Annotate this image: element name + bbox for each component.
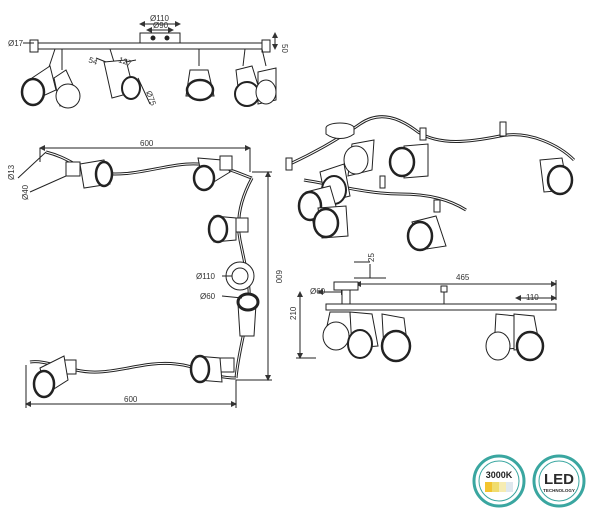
dim-d60: Ø60 xyxy=(310,287,326,296)
snake-spot-2 xyxy=(192,155,233,192)
snake-spot-1 xyxy=(65,159,114,189)
led-sublabel: TECHNOLOGY xyxy=(543,488,575,493)
dim-w-bottom: 600 xyxy=(124,395,138,404)
dim-h210: 210 xyxy=(289,306,298,320)
snake-plan-dims: 600 Ø13 Ø40 600 Ø110 Ø60 600 xyxy=(7,139,283,404)
perspective-view xyxy=(285,115,576,252)
front-spot-5 xyxy=(513,313,545,362)
spot-d xyxy=(185,49,215,102)
led-label: LED xyxy=(544,471,574,488)
spot-c xyxy=(103,48,141,100)
front-spot-3 xyxy=(380,313,412,363)
dim-w-top: 600 xyxy=(140,139,154,148)
straight-bar-view xyxy=(20,21,278,109)
dim-d54: 54 xyxy=(87,55,99,67)
dim-l110: 110 xyxy=(526,293,539,302)
persp-spot-6 xyxy=(539,157,574,196)
dim-d110: Ø110 xyxy=(150,14,170,23)
dim-w465: 465 xyxy=(456,273,470,282)
front-spot-1 xyxy=(322,311,353,351)
dim-d60: Ø60 xyxy=(200,292,216,301)
spot-f xyxy=(255,48,277,105)
front-elevation xyxy=(296,261,557,363)
color-temp-bars xyxy=(485,482,513,492)
dim-h50: 50 xyxy=(280,44,289,53)
dim-d75: Ø75 xyxy=(144,90,158,108)
persp-spot-5 xyxy=(388,143,429,179)
color-temp-label: 3000K xyxy=(486,470,513,480)
dim-d90: Ø90 xyxy=(153,21,169,30)
snake-spot-4 xyxy=(236,292,260,337)
dim-h600: 600 xyxy=(274,270,283,284)
front-elevation-dims: 25 465 Ø60 110 210 xyxy=(289,253,539,320)
front-spot-2 xyxy=(347,311,379,359)
spot-b xyxy=(53,49,81,109)
dim-d13: Ø13 xyxy=(7,164,16,180)
dim-h25: 25 xyxy=(367,253,376,262)
persp-spot-4 xyxy=(312,205,349,239)
color-temperature-badge: 3000K xyxy=(472,454,526,508)
dim-d17: Ø17 xyxy=(8,39,24,48)
persp-spot-1 xyxy=(343,139,375,177)
led-badge: LED TECHNOLOGY xyxy=(532,454,586,508)
snake-spot-6 xyxy=(32,355,77,399)
snake-spot-5 xyxy=(189,354,235,384)
snake-spot-3 xyxy=(207,214,249,244)
spot-a xyxy=(20,48,57,107)
dim-d110: Ø110 xyxy=(196,272,216,281)
persp-spot-7 xyxy=(406,215,447,252)
dim-d40: Ø40 xyxy=(21,184,30,200)
snake-plan-view xyxy=(17,145,272,408)
dim-l127: 127 xyxy=(117,55,133,68)
straight-bar-dims: Ø110 Ø90 50 Ø17 54 127 Ø75 xyxy=(8,14,289,107)
